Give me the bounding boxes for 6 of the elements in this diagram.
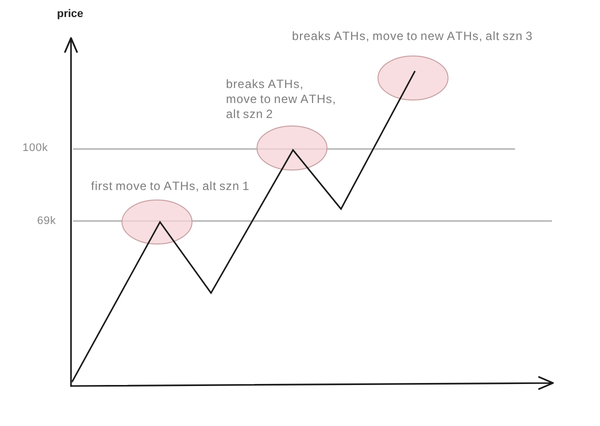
annotation-text: breaks ATHs, move to new ATHs, alt szn 2 — [226, 77, 337, 122]
annotation-text: first move to ATHs, alt szn 1 — [91, 179, 251, 194]
annotation-text: breaks ATHs, move to new ATHs, alt szn 3 — [292, 29, 534, 44]
tick-label: 69k — [36, 215, 56, 227]
axis-label: price — [57, 8, 84, 20]
tick-label: 100k — [22, 142, 48, 154]
